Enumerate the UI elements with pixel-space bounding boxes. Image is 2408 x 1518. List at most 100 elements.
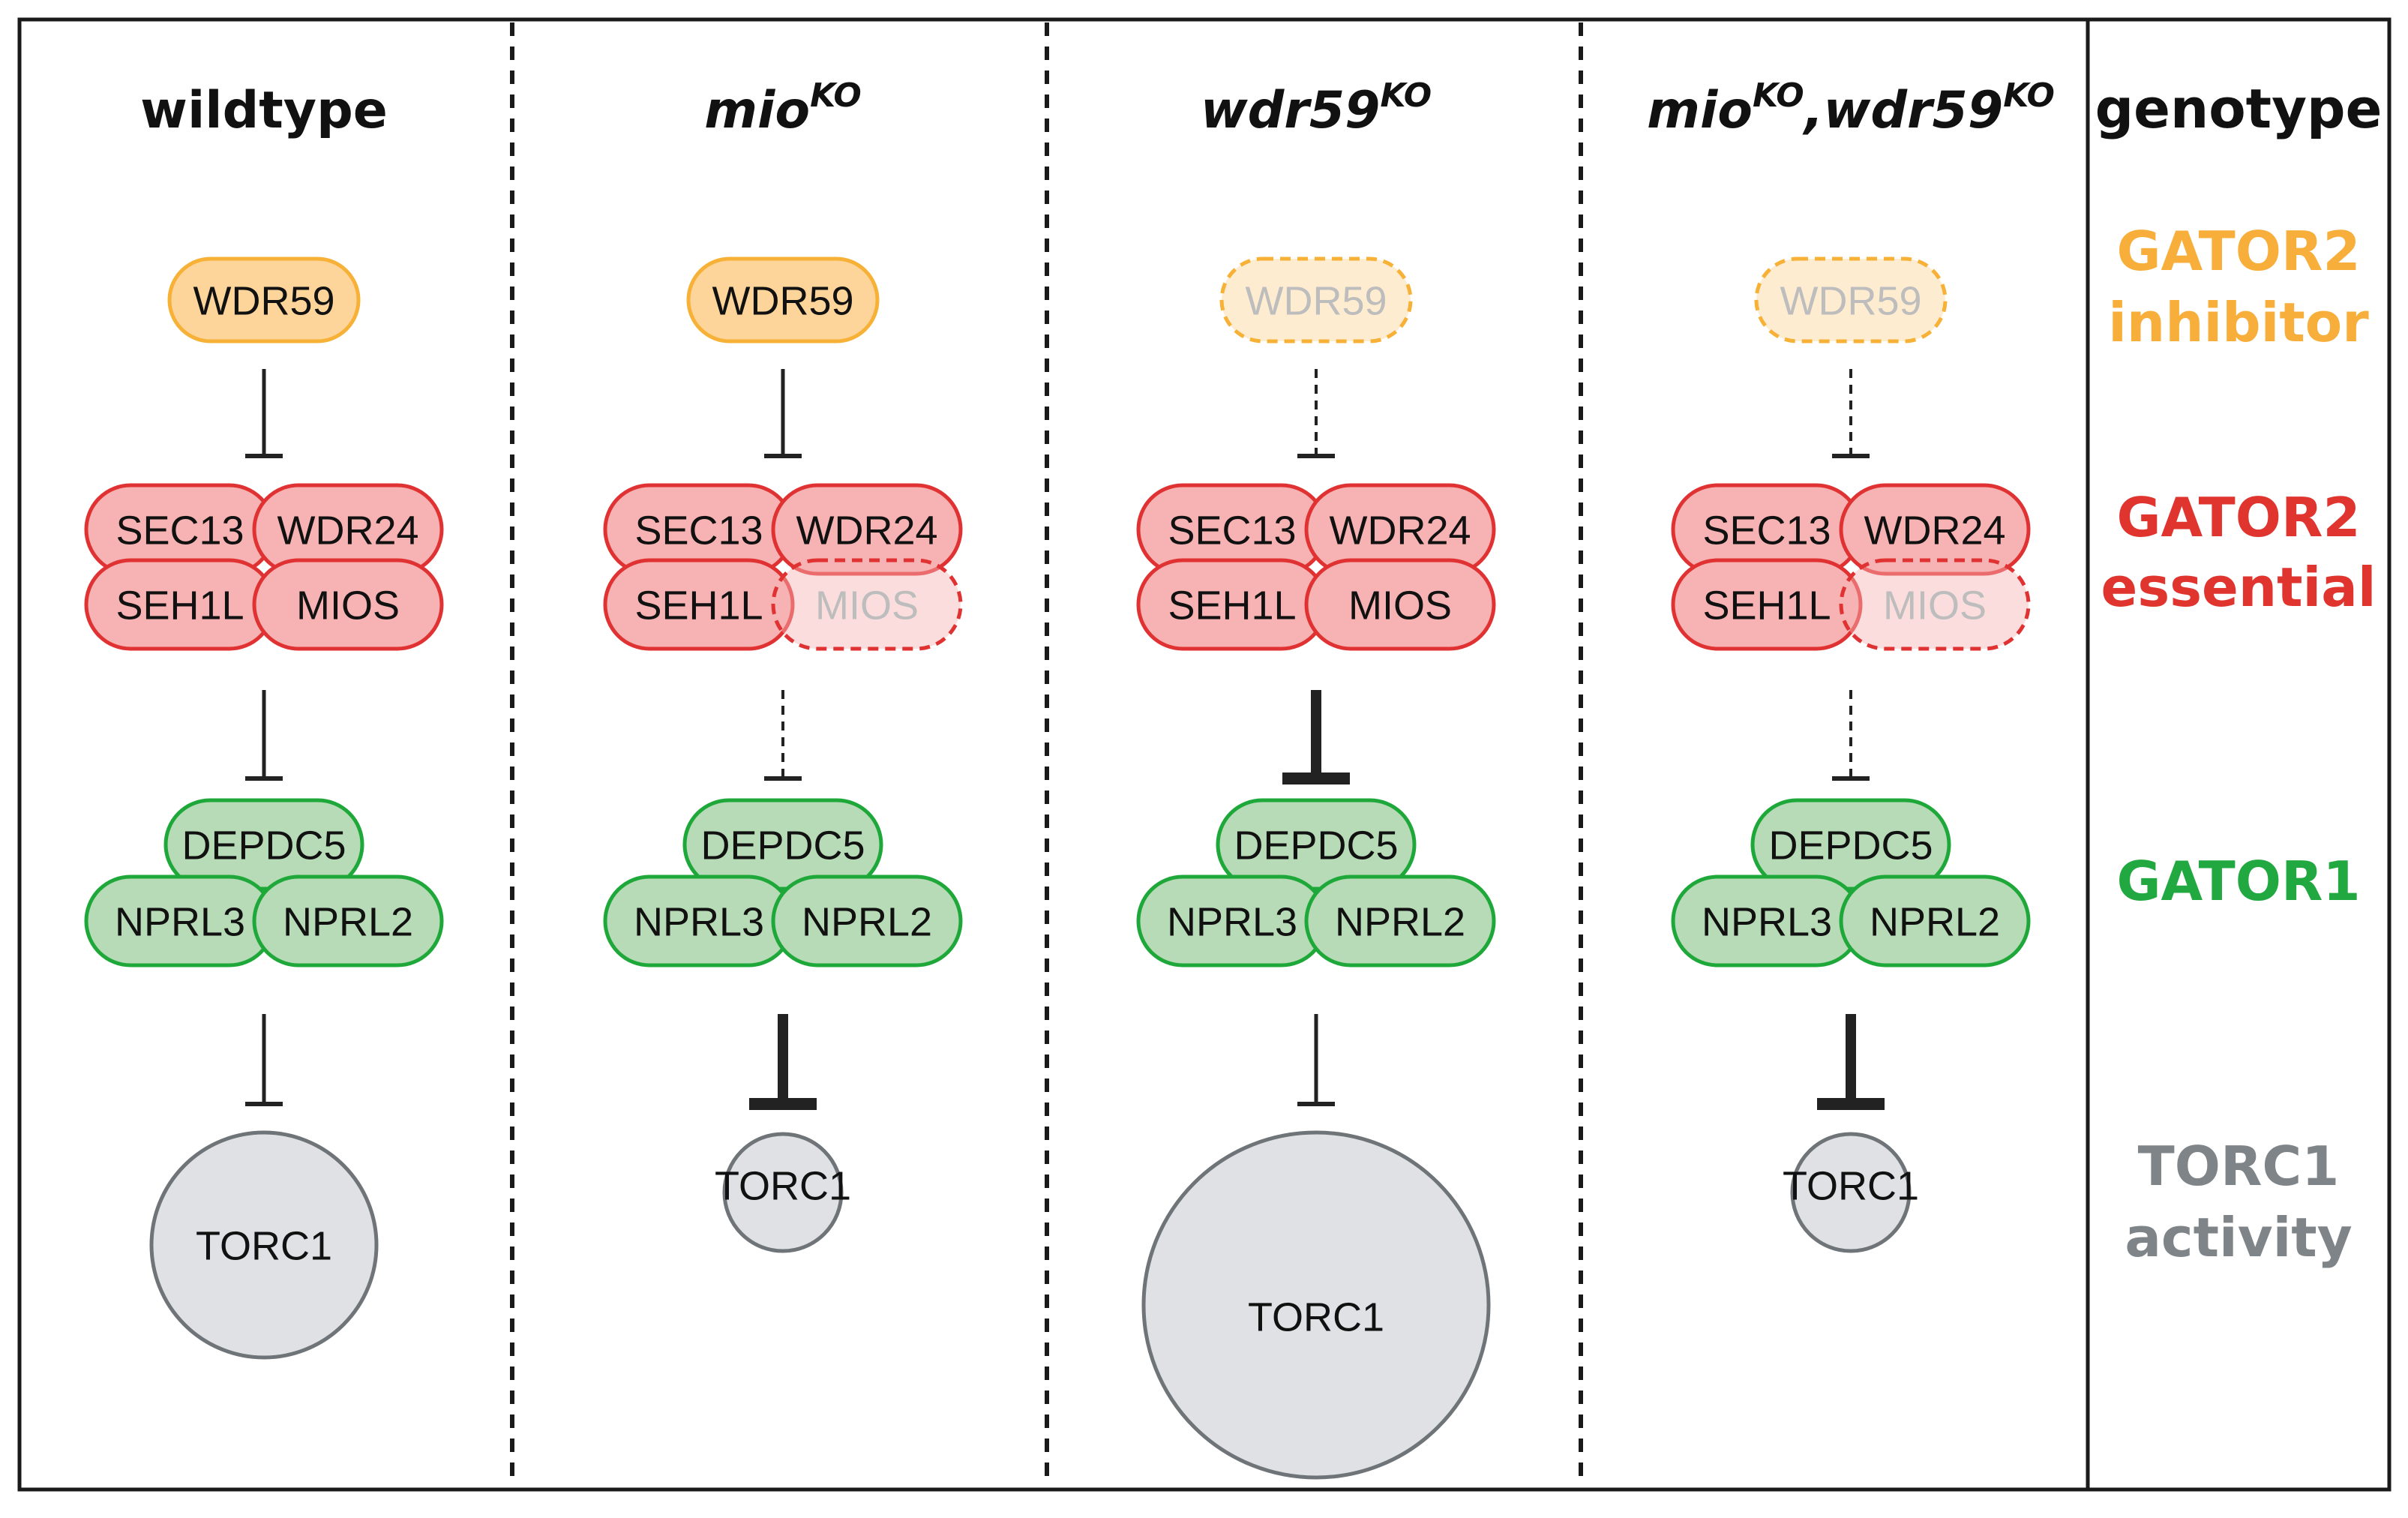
depdc5-pill: DEPDC5: [1750, 798, 1951, 891]
mios-pill-label: MIOS: [296, 583, 400, 628]
torc1-node: TORC1: [1141, 1130, 1491, 1480]
wdr24-pill: WDR24: [1839, 483, 2031, 576]
legend-torc1-line2: activity: [2125, 1206, 2352, 1269]
wdr59-pill-label: WDR59: [1780, 278, 1921, 323]
nprl2-pill: NPRL2: [771, 874, 963, 968]
nprl2-pill: NPRL2: [252, 874, 444, 968]
wdr59-pill-label: WDR59: [712, 278, 853, 323]
header-sup: KO: [1380, 76, 1432, 115]
seh1l-pill: SEH1L: [603, 558, 795, 651]
wdr59-pill: WDR59: [686, 256, 880, 344]
outer-frame: [17, 17, 2392, 1492]
depdc5-pill-label: DEPDC5: [1768, 823, 1933, 868]
inhibit-gator1-torc1: [1817, 1014, 1885, 1110]
depdc5-pill-label: DEPDC5: [700, 823, 865, 868]
seh1l-pill: SEH1L: [84, 558, 276, 651]
seh1l-pill-shape: [603, 558, 795, 651]
depdc5-pill: DEPDC5: [1216, 798, 1417, 891]
inhibit-gator1-torc1-bar: [1817, 1098, 1885, 1110]
header-sup: KO: [810, 76, 862, 115]
nprl3-pill-label: NPRL3: [115, 899, 245, 944]
seh1l-pill-label: SEH1L: [634, 583, 763, 628]
nprl2-pill-shape: [252, 874, 444, 968]
legend: genotype GATOR2 inhibitor GATOR2 essenti…: [2095, 77, 2383, 1269]
wdr24-pill: WDR24: [1304, 483, 1496, 576]
depdc5-pill-shape: [1750, 798, 1951, 891]
column-header: wildtype: [140, 81, 388, 140]
mios-pill: MIOS: [771, 558, 963, 651]
torc1-label: TORC1: [1248, 1295, 1384, 1340]
nprl3-pill: NPRL3: [1671, 874, 1863, 968]
nprl2-pill-shape: [1304, 874, 1496, 968]
sec13-pill-label: SEC13: [115, 508, 244, 553]
inhibit-gator1-torc1: [1297, 1014, 1335, 1106]
wdr59-pill: WDR59: [1219, 256, 1413, 344]
nprl2-pill: NPRL2: [1304, 874, 1496, 968]
mios-pill-shape: [1839, 558, 2031, 651]
sec13-pill-label: SEC13: [1702, 508, 1831, 553]
torc1-node: TORC1: [149, 1130, 379, 1360]
seh1l-pill: SEH1L: [1671, 558, 1863, 651]
nprl2-pill-label: NPRL2: [1870, 899, 2000, 944]
inhibit-wdr59-gator2-bar: [764, 454, 802, 458]
torc1-label: TORC1: [1783, 1163, 1919, 1208]
wdr24-pill-label: WDR24: [796, 508, 937, 553]
column-header: mioKO,wdr59KO: [1647, 76, 2055, 140]
nprl3-pill-label: NPRL3: [1167, 899, 1297, 944]
wdr59-pill: WDR59: [1754, 256, 1948, 344]
torc1-node: TORC1: [1783, 1132, 1919, 1253]
inhibit-wdr59-gator2: [245, 369, 283, 458]
column-header: wdr59KO: [1201, 76, 1432, 140]
mios-pill-label: MIOS: [1348, 583, 1452, 628]
wdr59-pill-shape: [1219, 256, 1413, 344]
legend-title: genotype: [2095, 77, 2383, 140]
nprl2-pill-label: NPRL2: [1335, 899, 1465, 944]
wdr24-pill: WDR24: [252, 483, 444, 576]
inhibit-gator2-gator1: [245, 690, 283, 781]
sec13-pill-label: SEC13: [634, 508, 763, 553]
wdr24-pill-label: WDR24: [277, 508, 418, 553]
wdr59-pill-label: WDR59: [193, 278, 334, 323]
legend-gator1: GATOR1: [2116, 850, 2360, 913]
inhibit-gator2-gator1: [1832, 690, 1870, 781]
depdc5-pill-shape: [163, 798, 364, 891]
torc1-label: TORC1: [715, 1163, 851, 1208]
inhibit-wdr59-gator2: [1297, 369, 1335, 458]
wdr59-pill-shape: [1754, 256, 1948, 344]
wdr24-pill: WDR24: [771, 483, 963, 576]
inhibit-gator2-gator1: [1282, 690, 1350, 784]
depdc5-pill-shape: [1216, 798, 1417, 891]
inhibit-gator2-gator1-bar: [1282, 772, 1350, 784]
wdr59-pill-label: WDR59: [1245, 278, 1387, 323]
torc1-node: TORC1: [715, 1132, 851, 1253]
column-header: mioKO: [704, 76, 862, 140]
seh1l-pill-label: SEH1L: [1702, 583, 1831, 628]
nprl2-pill-label: NPRL2: [802, 899, 932, 944]
torc1-label: TORC1: [196, 1223, 332, 1268]
torc1-circle: [1790, 1132, 1912, 1253]
legend-essential-line2: essential: [2101, 556, 2377, 619]
wdr59-pill-shape: [686, 256, 880, 344]
nprl3-pill-label: NPRL3: [634, 899, 764, 944]
inhibit-gator1-torc1: [749, 1014, 817, 1110]
mios-pill: MIOS: [1839, 558, 2031, 651]
depdc5-pill: DEPDC5: [163, 798, 364, 891]
nprl3-pill: NPRL3: [603, 874, 795, 968]
inhibit-gator2-gator1-bar: [245, 776, 283, 781]
seh1l-pill: SEH1L: [1136, 558, 1328, 651]
inhibit-gator2-gator1-bar: [764, 776, 802, 781]
wdr59-pill-shape: [167, 256, 361, 344]
legend-essential-line1: GATOR2: [2116, 486, 2360, 549]
header-sup2: KO: [2003, 76, 2055, 115]
legend-torc1-line1: TORC1: [2138, 1135, 2340, 1198]
wdr24-pill-shape: [771, 483, 963, 576]
mios-pill-label: MIOS: [1883, 583, 1987, 628]
sec13-pill: SEC13: [1136, 483, 1328, 576]
legend-inhibitor-line2: inhibitor: [2108, 291, 2369, 354]
depdc5-pill-label: DEPDC5: [181, 823, 346, 868]
inhibit-gator2-gator1: [764, 690, 802, 781]
